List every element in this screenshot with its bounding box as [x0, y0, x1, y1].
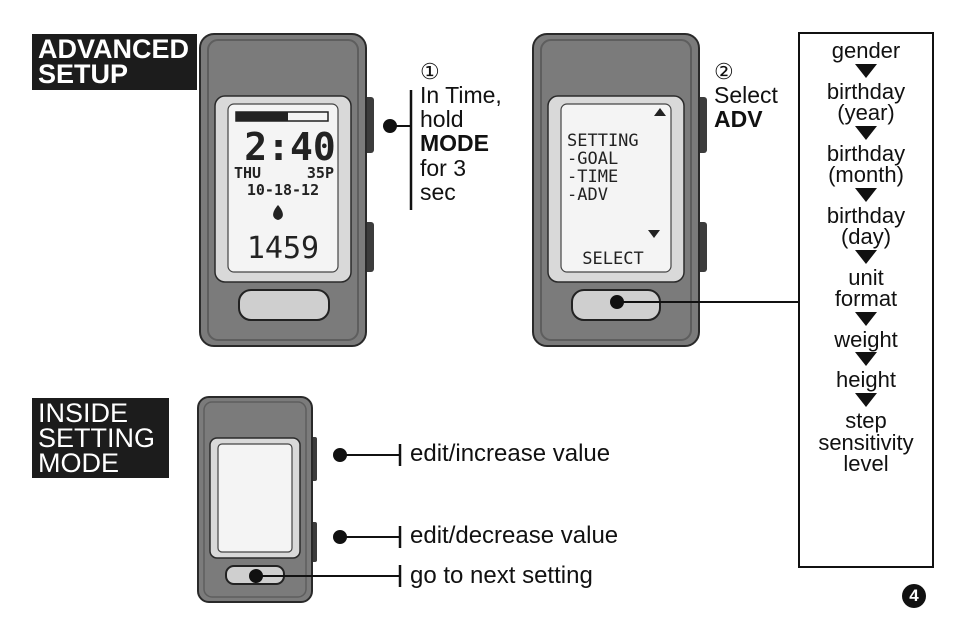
label-line: ADVANCED	[38, 34, 190, 64]
display-time: 2:40	[244, 125, 336, 169]
step1-line: In Time,	[420, 82, 502, 109]
label-line: SETUP	[38, 58, 129, 89]
step1-mode-keyword: MODE	[420, 130, 489, 157]
instruction-decrease: edit/decrease value	[410, 522, 619, 549]
sequence-item-line: height	[836, 367, 896, 393]
step1-line: hold	[420, 106, 464, 133]
front-button[interactable]	[238, 289, 330, 321]
sequence-item-line: format	[834, 286, 898, 312]
instruction-increase: edit/increase value	[410, 440, 611, 467]
tracker-device-2: SETTING -GOAL -TIME -ADV SELECT	[532, 33, 707, 347]
label-line: SETTING	[38, 422, 156, 453]
step1-line: for 3	[420, 154, 467, 181]
sequence-item: height	[836, 369, 896, 391]
step2-number: ②	[714, 59, 734, 84]
down-arrow-icon	[855, 311, 877, 326]
display-date: 10-18-12	[247, 181, 319, 199]
progress-fill	[236, 112, 288, 121]
sequence-item-line: weight	[834, 326, 898, 352]
step2-instruction: ② Select ADV	[714, 60, 778, 131]
sequence-item-line: level	[843, 451, 889, 477]
sequence-item-line: unit	[848, 264, 884, 290]
scroll-down-icon	[648, 230, 660, 238]
down-arrow-icon	[855, 187, 877, 202]
screen	[227, 103, 339, 273]
display-day: THU	[234, 164, 261, 182]
down-arrow-icon	[855, 249, 877, 264]
sequence-item: weight	[834, 329, 898, 351]
sequence-item-line: (month)	[828, 162, 904, 188]
advanced-setup-label: ADVANCED SETUP	[32, 34, 197, 90]
down-arrow-icon	[855, 125, 877, 140]
step4-marker: 4	[902, 584, 926, 608]
step2-line: Select	[714, 82, 778, 109]
down-arrow-icon	[855, 352, 877, 367]
tracker-device-1: 2:40 THU 35P 10-18-12 1459	[199, 33, 374, 347]
sequence-item-line: sensitivity	[818, 429, 914, 455]
tracker-device-3	[197, 396, 317, 603]
sequence-item-line: gender	[831, 38, 901, 63]
display-menu-footer: SELECT	[582, 249, 643, 269]
screen	[217, 443, 293, 553]
sequence-item-line: (year)	[837, 100, 895, 126]
label-line: INSIDE	[38, 398, 129, 428]
step1-instruction: ① In Time, hold MODE for 3 sec	[420, 60, 502, 204]
label-line: MODE	[38, 447, 119, 478]
display-menu-item: -ADV	[567, 185, 608, 205]
step1-number: ①	[420, 59, 440, 84]
display-menu-title: SETTING	[567, 131, 639, 151]
screen	[560, 103, 672, 273]
display-menu-item: -TIME	[567, 167, 618, 187]
callout-lines	[249, 90, 798, 587]
sequence-item-line: birthday	[826, 78, 906, 104]
sequence-item-line: birthday	[826, 140, 906, 166]
instruction-next-setting: go to next setting	[410, 562, 593, 589]
display-seconds: 35P	[307, 164, 334, 182]
sequence-item: birthday(month)	[826, 140, 906, 188]
display-menu-item: -GOAL	[567, 149, 618, 169]
flame-icon	[273, 205, 283, 220]
sequence-item: birthday(day)	[826, 202, 906, 250]
down-arrow-icon	[855, 393, 877, 408]
sequence-item-line: (day)	[840, 224, 892, 250]
sequence-item-line: step	[845, 408, 887, 434]
scroll-up-icon	[654, 108, 666, 116]
sequence-item-line: birthday	[826, 202, 906, 228]
sequence-item: gender	[832, 40, 901, 62]
down-arrow-icon	[855, 63, 877, 78]
inside-setting-mode-label: INSIDE SETTING MODE	[32, 398, 169, 479]
sequence-item: birthday(year)	[826, 78, 906, 126]
step1-line: sec	[420, 178, 456, 205]
step2-adv-keyword: ADV	[714, 106, 763, 133]
display-steps: 1459	[247, 231, 319, 266]
